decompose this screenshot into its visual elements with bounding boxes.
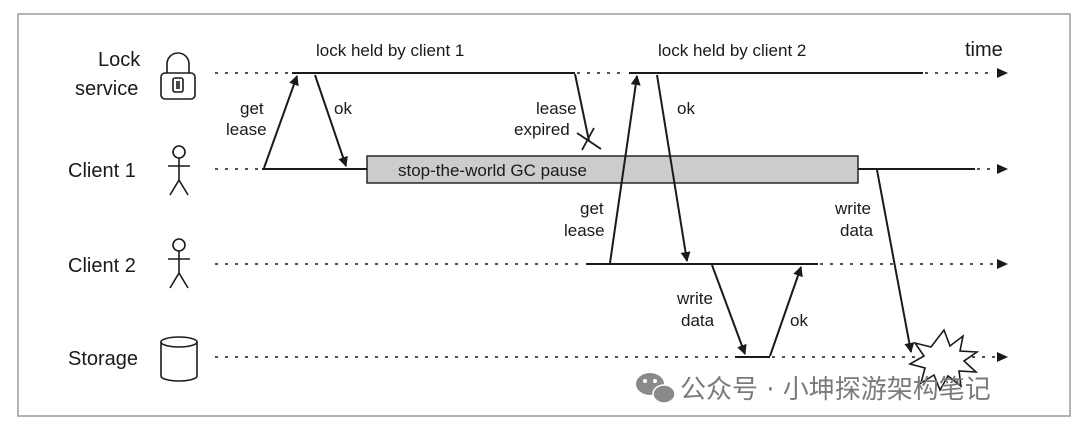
lane-label-lock: Lock	[98, 49, 141, 71]
lease-expired-mark	[576, 127, 602, 151]
label-ok-2: ok	[677, 99, 695, 118]
label-write-data-2-line2: data	[681, 311, 715, 330]
arrow-get-lease-client2	[609, 75, 641, 264]
lock-icon	[160, 52, 196, 100]
label-ok-3: ok	[790, 311, 808, 330]
time-label: time	[965, 39, 1003, 61]
label-get-lease-2-line2: lease	[564, 221, 605, 240]
label-get-lease-1-line1: get	[240, 99, 264, 118]
arrow-ok-storage	[769, 266, 803, 357]
label-write-data-1-line1: write	[834, 199, 871, 218]
client2-timeline	[215, 259, 1008, 269]
arrow-get-lease-client1	[263, 75, 299, 169]
label-write-data-2-line1: write	[676, 289, 713, 308]
diagram-frame	[17, 13, 1071, 417]
label-lock-held-client1: lock held by client 1	[316, 41, 464, 60]
lane-label-client1: Client 1	[68, 160, 136, 182]
starburst-icon	[907, 328, 980, 392]
lock-service-timeline	[215, 68, 1008, 78]
label-lease-expired-line1: lease	[536, 99, 577, 118]
label-get-lease-2-line1: get	[580, 199, 604, 218]
label-lease-expired-line2: expired	[514, 120, 570, 139]
person-icon	[168, 238, 190, 289]
wechat-icon	[636, 373, 676, 404]
arrow-write-data-client1	[876, 169, 915, 353]
gc-pause-box	[366, 155, 859, 184]
arrow-write-data-client2	[711, 264, 747, 355]
client1-timeline	[215, 164, 1008, 174]
cylinder-icon	[160, 336, 198, 382]
watermark-text: 公众号 · 小坤探游架构笔记	[680, 375, 991, 405]
arrow-ok-client1	[314, 74, 348, 167]
arrow-ok-client2	[656, 74, 691, 262]
lane-label-client2: Client 2	[68, 255, 136, 277]
label-lock-held-client2: lock held by client 2	[658, 41, 806, 60]
person-icon	[168, 145, 190, 196]
lease-expiry-line	[574, 73, 590, 142]
gc-pause-label: stop-the-world GC pause	[398, 161, 587, 180]
lane-label-storage: Storage	[68, 348, 138, 370]
label-write-data-1-line2: data	[840, 221, 874, 240]
storage-timeline	[215, 352, 1008, 362]
lane-label-service: service	[75, 78, 138, 100]
label-ok-1: ok	[334, 99, 352, 118]
label-get-lease-1-line2: lease	[226, 120, 267, 139]
